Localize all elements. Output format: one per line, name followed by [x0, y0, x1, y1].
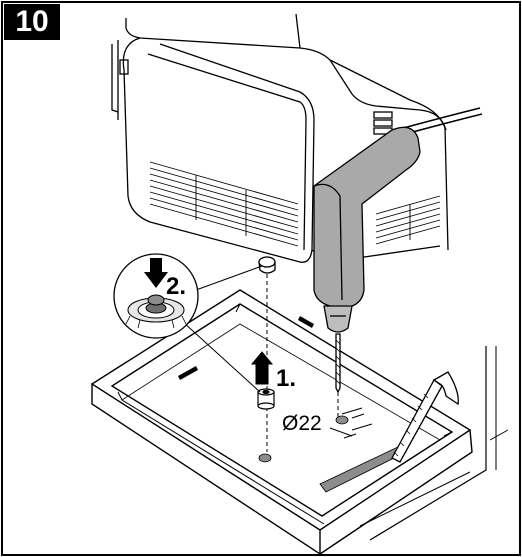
diameter-label: Ø22 [282, 412, 322, 435]
wall-lines [359, 346, 509, 541]
base-marks [178, 316, 407, 493]
arrow-up-icon [250, 351, 274, 385]
diameter-dimension [329, 407, 373, 439]
base-frame [90, 289, 473, 556]
step-1-label: 1. [276, 365, 296, 392]
foot-hole-mark [258, 453, 272, 463]
detail-callout [113, 253, 263, 393]
appliance [111, 13, 483, 274]
arrow-down-icon [144, 258, 168, 288]
power-drill [313, 126, 421, 394]
step-2-label: 2. [166, 273, 186, 300]
adjustable-foot [257, 388, 275, 410]
hand-saw [391, 371, 459, 463]
figure-number-badge: 10 [4, 4, 60, 40]
drill-hole-mark [335, 415, 349, 425]
guide-lines [266, 274, 339, 452]
